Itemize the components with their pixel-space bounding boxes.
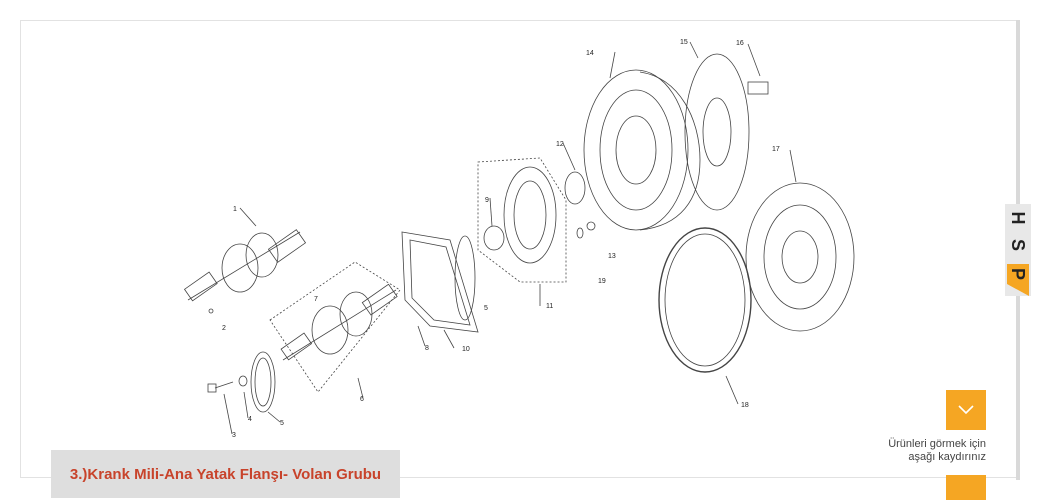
part-label-15: 15 [680,39,688,46]
scroll-down-button[interactable] [946,390,986,430]
part-label-17: 17 [772,146,780,153]
crankshaft-upper [183,229,307,302]
part-label-3: 3 [232,432,236,439]
section-caption-title: 3.)Krank Mili-Ana Yatak Flanşı- Volan Gr… [69,465,382,483]
part-label-4: 4 [248,416,252,423]
scroll-hint-line2: aşağı kaydırınız [908,451,986,463]
part-label-19: 19 [598,278,606,285]
part-label-5b: 5 [484,305,488,312]
scroll-top-button[interactable] [946,475,986,500]
part-label-10: 10 [462,346,470,353]
hsp-logo: H S P [1007,212,1029,296]
scroll-hint: Ürünleri görmek için aşağı kaydırınız [856,438,986,464]
brand-letter-h: H [1008,212,1028,225]
part-label-2: 2 [222,325,226,332]
part-label-1: 1 [233,206,237,213]
part-label-11: 11 [546,303,553,310]
section-caption: 3.)Krank Mili-Ana Yatak Flanşı- Volan Gr… [51,450,400,498]
part-label-18: 18 [741,402,749,409]
scroll-hint-line1: Ürünleri görmek için [888,438,986,450]
part-label-5a: 5 [280,420,284,427]
part-label-12: 12 [556,141,564,148]
brand-letter-p: P [1008,268,1028,280]
part-label-7: 7 [314,296,318,303]
image-frame [20,20,1018,478]
part-label-8: 8 [425,345,429,352]
part-label-13: 13 [608,253,616,260]
brand-letter-s: S [1008,239,1028,251]
part-label-14: 14 [586,50,594,57]
crankshaft-lower [280,283,398,361]
part-label-9: 9 [485,197,489,204]
brand-logo-tab[interactable]: H S P [1005,204,1031,296]
chevron-down-icon [958,405,974,415]
part-label-16: 16 [736,40,744,47]
part-label-6: 6 [360,396,364,403]
